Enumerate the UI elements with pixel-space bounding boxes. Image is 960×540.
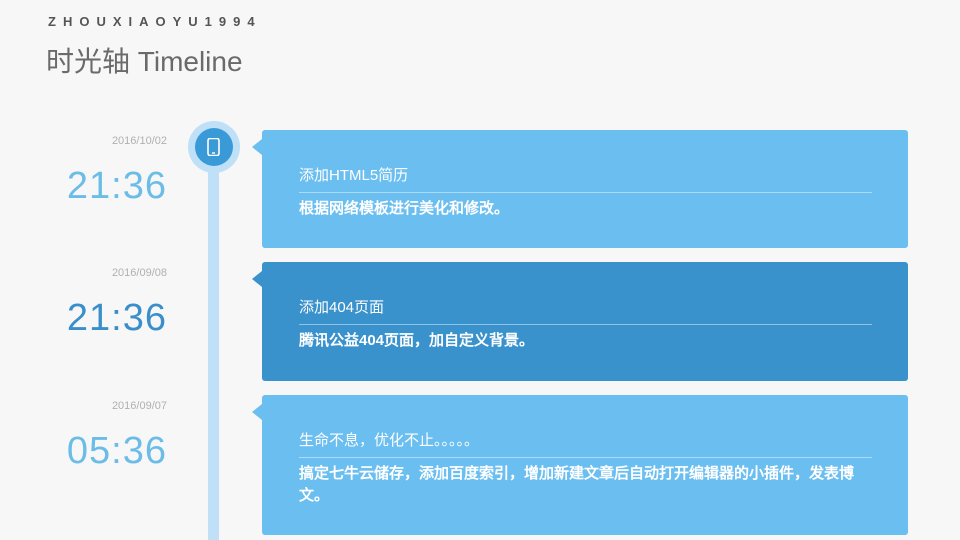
timeline-node[interactable] <box>188 121 240 173</box>
entry-time: 21:36 <box>66 165 167 207</box>
card-title: 添加HTML5简历 <box>299 167 409 184</box>
card-arrow <box>252 271 262 287</box>
entry-time: 05:36 <box>66 430 167 472</box>
entry-date: 2016/10/02 <box>111 135 167 147</box>
card-title: 生命不息，优化不止。。。。。 <box>299 432 480 449</box>
card-divider <box>299 324 872 325</box>
phone-icon <box>207 138 220 156</box>
card-body: 腾讯公益404页面，加自定义背景。 <box>299 332 535 349</box>
site-name: ZHOUXIAOYU1994 <box>48 14 262 29</box>
entry-time: 21:36 <box>66 297 167 339</box>
card-divider <box>299 192 872 193</box>
entry-date: 2016/09/07 <box>111 400 167 412</box>
card-title: 添加404页面 <box>299 299 385 316</box>
page-title: 时光轴 Timeline <box>46 46 243 77</box>
timeline-card[interactable]: 添加HTML5简历 根据网络模板进行美化和修改。 <box>252 130 908 248</box>
card-arrow <box>252 139 262 155</box>
card-body: 搞定七牛云储存，添加百度索引，增加新建文章后自动打开编辑器的小插件，发表博文。 <box>299 465 855 504</box>
timeline-node-inner <box>195 128 233 166</box>
card-body: 根据网络模板进行美化和修改。 <box>299 200 510 217</box>
entry-date: 2016/09/08 <box>111 267 167 279</box>
timeline-card[interactable]: 添加404页面 腾讯公益404页面，加自定义背景。 <box>252 262 908 381</box>
timeline-card[interactable]: 生命不息，优化不止。。。。。 搞定七牛云储存，添加百度索引，增加新建文章后自动打… <box>252 395 908 535</box>
timeline-line <box>208 150 219 540</box>
card-arrow <box>252 404 262 420</box>
card-divider <box>299 457 872 458</box>
